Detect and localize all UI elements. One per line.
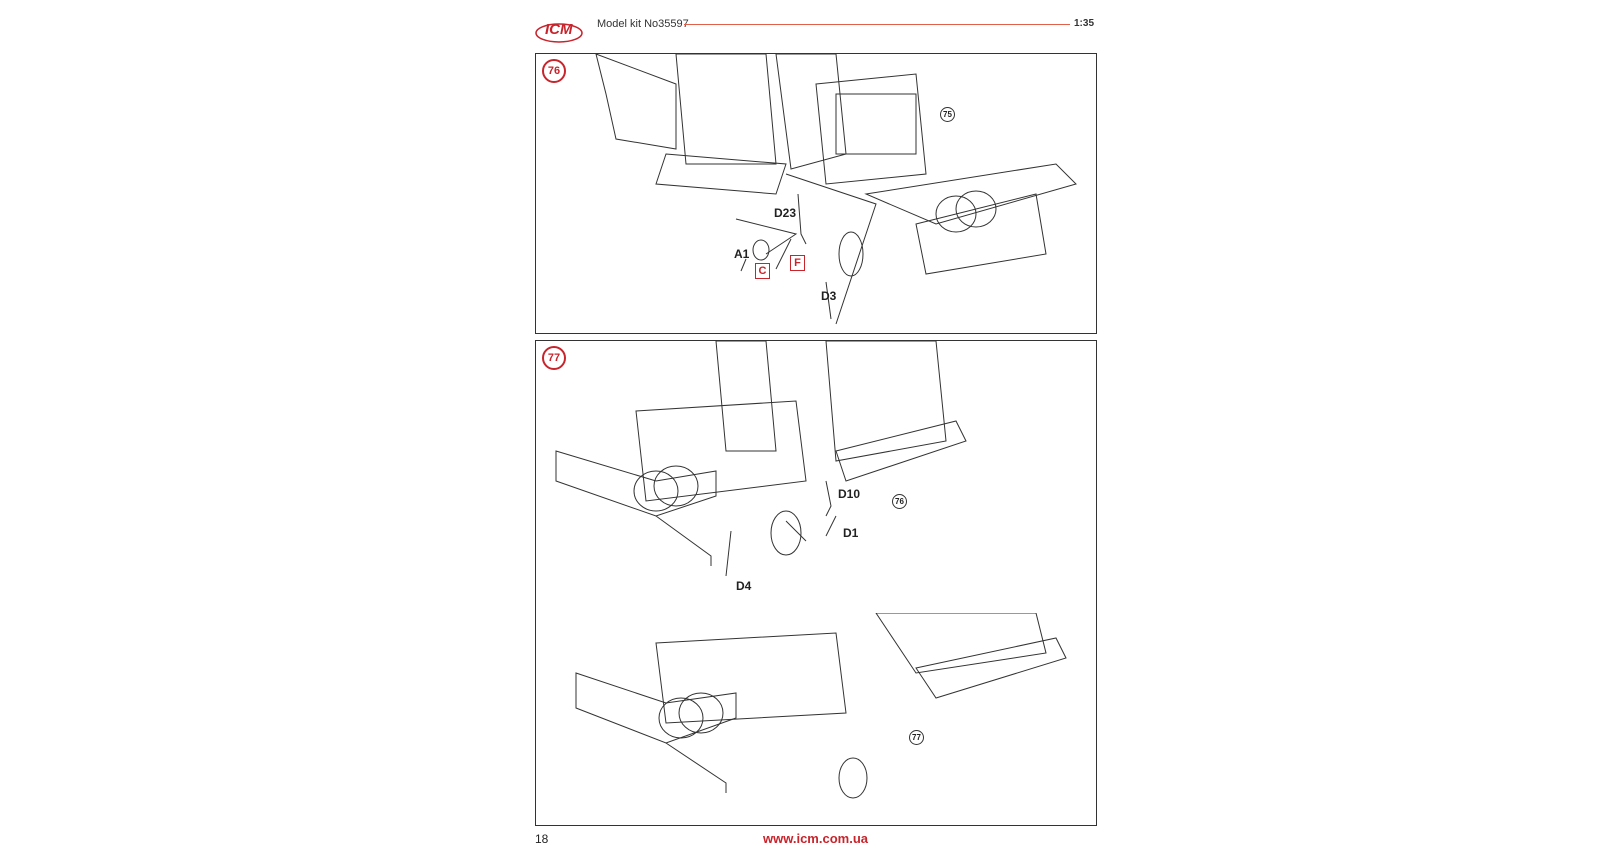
step-ref: 75: [940, 107, 955, 122]
part-label: D10: [838, 487, 861, 501]
paint-code: C: [755, 263, 770, 279]
result-panel: 77: [535, 613, 1097, 826]
part-label: D23: [774, 206, 797, 220]
result-drawing: [575, 613, 1067, 799]
step-77-panel: 77 76 D10 D1 D4: [535, 340, 1097, 615]
header-divider: [684, 24, 1070, 25]
svg-text:ICM: ICM: [545, 21, 573, 38]
step-77-drawing: [555, 341, 967, 577]
scale-label: 1:35: [1074, 18, 1095, 29]
step-ref: 77: [909, 730, 924, 745]
step-76-drawing: [595, 54, 1077, 325]
website-link[interactable]: www.icm.com.ua: [763, 831, 868, 846]
step-76-panel: 76 75 D23 A1 D3 C F: [535, 53, 1097, 334]
part-label: A1: [734, 247, 750, 261]
step-number: 76: [542, 59, 566, 83]
part-label: D3: [821, 289, 837, 303]
step-number: 77: [542, 346, 566, 370]
part-label: D4: [736, 579, 752, 593]
icm-logo: ICM: [535, 14, 587, 44]
step-ref: 76: [892, 494, 907, 509]
paint-code: F: [790, 255, 805, 271]
kit-title: Model kit No35597: [597, 18, 689, 30]
part-label: D1: [843, 526, 859, 540]
page-number: 18: [535, 832, 549, 846]
